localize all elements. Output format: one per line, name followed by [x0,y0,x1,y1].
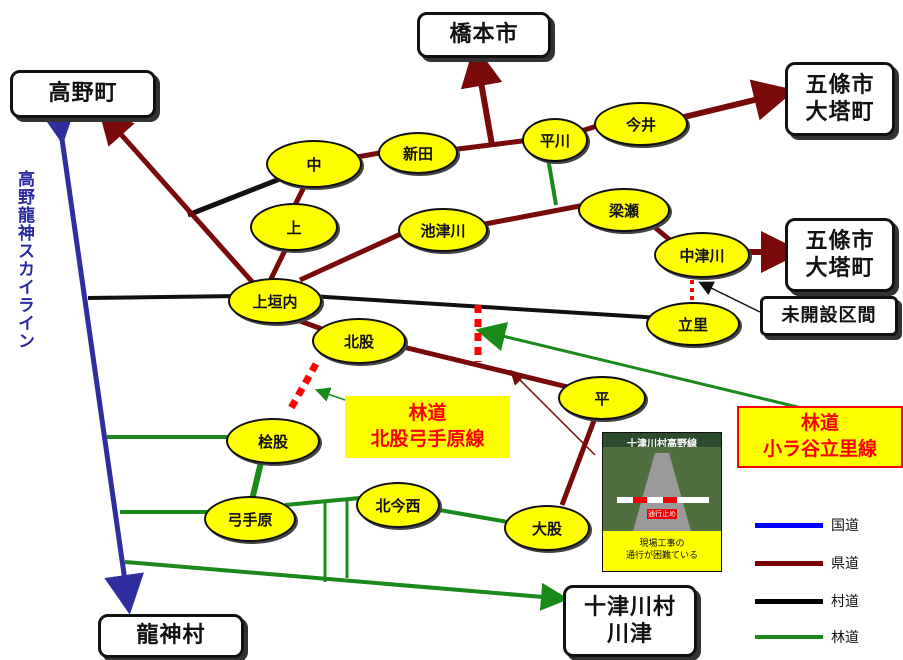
forest-road-label-kitamata: 林道 北股弓手原線 [345,396,510,458]
legend-label-village: 村道 [831,594,859,610]
forest-road-kitaima-oomata [427,506,509,524]
legend-label-forest: 林道 [831,630,859,646]
forest-road-label-kitamata-line1: 林道 [408,402,447,425]
legend-swatch-village [755,598,823,604]
box-totsukawa-line1: 十津川村 [583,594,676,620]
box-mishikan: 未開設区間 [760,296,898,336]
box-gojo-1-line1: 五條市 [805,72,875,98]
photo-pointer [509,369,596,456]
node-oomata: 大股 [504,505,590,551]
forest-road-to-totsukawa [124,560,569,611]
skyline-road [37,102,144,615]
node-imai: 今井 [594,102,688,146]
unopened-kitamata [286,362,320,412]
legend-swatch-national [755,522,823,528]
box-koya: 高野町 [10,70,156,118]
legend-swatch-forest [755,635,823,639]
photo-caption-line1: 現場工事の [639,539,685,550]
legend-label-national: 国道 [831,518,859,534]
pref-road-kitamata-taira [394,342,581,393]
road-photo: 十津川村高野線 通行止め 現場工事の 通行が困難ている [602,432,722,572]
box-totsukawa-line2: 川津 [606,622,653,647]
forest-road-kenmata-yumi [249,457,265,501]
pref-road-ikezu-shouen [479,202,586,228]
box-hashimoto: 橋本市 [417,12,551,58]
node-naka: 中 [266,140,362,188]
forest-road-label-kitamata-line2: 北股弓手原線 [370,428,485,450]
legend-item-village: 村道 [755,591,859,611]
node-hirakawa: 平川 [522,118,588,162]
skyline-label: 高野龍神スカイライン [14,170,34,350]
node-shouen: 梁瀬 [578,188,670,232]
pref-road-kami-naka [292,183,308,207]
photo-road-image [603,447,721,531]
legend-label-prefectural: 県道 [831,556,859,572]
legend-item-prefectural: 県道 [755,553,859,573]
node-taira: 平 [558,376,646,420]
box-totsukawa: 十津川村 川津 [563,585,697,657]
node-kami: 上 [250,203,338,251]
box-gojo-1: 五條市 大塔町 [785,62,895,136]
photo-sign: 通行止め [648,510,676,518]
forest-road-label-arrow-1 [314,387,346,402]
node-kitaimanishi: 北今西 [356,482,440,528]
unopened-pointer [698,281,761,313]
node-kamiyuuchi: 上垣内 [228,278,322,324]
village-road-naka [187,172,291,218]
box-gojo-2-line2: 大塔町 [805,256,875,281]
node-shinden: 新田 [378,132,458,174]
legend-item-forest: 林道 [755,627,859,647]
village-road-west [87,294,241,300]
pref-road-to-hashimoto [460,44,503,146]
pref-road-ikezu [298,229,407,283]
node-yumitehara: 弓手原 [204,496,296,542]
photo-caption: 現場工事の 通行が困難ている [603,531,721,571]
forest-road-yumi-kitaima [284,496,361,507]
forest-road-label-koradani-line1: 林道 [800,412,839,435]
node-kitamata: 北股 [312,318,406,364]
legend-item-national: 国道 [755,515,859,535]
forest-road-label-arrow-2 [475,321,811,412]
forest-road-label-koradani-line2: 小ラ谷立里線 [762,438,877,460]
box-gojo-2-line1: 五條市 [805,228,875,254]
forest-road-hirakawa [546,157,558,206]
pref-road-to-koya [98,108,257,287]
node-nakatsugawa: 中津川 [654,232,750,278]
node-ikezugawa: 池津川 [398,208,488,252]
forest-road-label-koradani: 林道 小ラ谷立里線 [737,406,903,468]
node-tatesato: 立里 [646,302,740,346]
pref-road-to-gojo-1 [679,79,796,121]
photo-caption-line2: 通行が困難ている [625,551,698,561]
legend-swatch-prefectural [755,560,823,566]
pref-road-taira-oomata [559,409,601,506]
box-gojo-2: 五條市 大塔町 [785,218,895,292]
node-kenmata: 桧股 [226,418,320,464]
village-road-east [309,294,661,320]
photo-title: 十津川村高野線 [627,439,697,450]
box-ryujin: 龍神村 [98,614,244,658]
box-gojo-1-line2: 大塔町 [805,100,875,125]
